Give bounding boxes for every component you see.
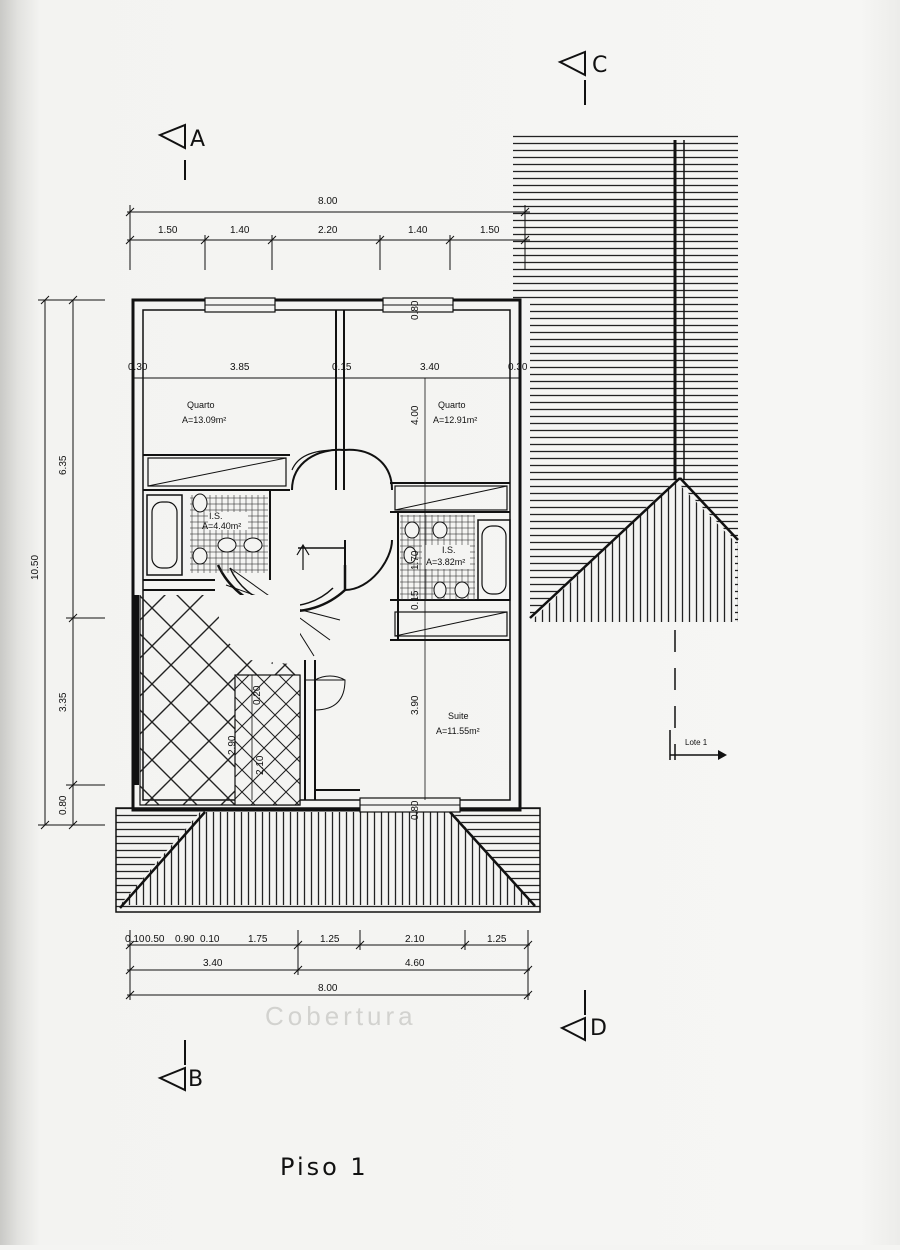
dim-row2-4: 3.40 <box>420 362 440 373</box>
bathroom-2 <box>400 515 511 601</box>
dim-top-seg-2: 1.40 <box>230 225 250 236</box>
section-d-marker: D <box>559 990 607 1042</box>
dim-top-seg-1: 1.50 <box>158 225 178 236</box>
room-labels: Quarto A=13.09m² Quarto A=12.91m² Suite … <box>182 400 480 736</box>
dim-bot-5: 1.75 <box>248 934 268 945</box>
room-quarto-2-area: A=12.91m² <box>433 415 477 425</box>
roof-bottom <box>115 807 541 913</box>
dim-v-bottom-wall: 0.80 <box>410 800 421 820</box>
dim-left-total: 10.50 <box>30 555 41 580</box>
section-b-label: B <box>188 1067 203 1092</box>
dim-bot-4: 0.10 <box>200 934 220 945</box>
dim-left-seg-1: 6.35 <box>58 455 69 475</box>
inner-dimensions: 0.30 3.85 0.15 3.40 0.30 4.00 3.90 2.10 … <box>128 300 528 820</box>
hall <box>291 448 393 711</box>
section-b-marker: B <box>157 1040 203 1092</box>
dim-v-wc2-wall: 0.15 <box>410 590 421 610</box>
dim-bot-6: 1.25 <box>320 934 340 945</box>
roof-right <box>513 135 739 760</box>
dim-bot-2: 0.50 <box>145 934 165 945</box>
room-quarto-1-area: A=13.09m² <box>182 415 226 425</box>
left-dimensions: 10.50 6.35 3.35 0.80 <box>30 295 105 830</box>
dim-v-suite: 3.90 <box>410 695 421 715</box>
dim-v-stair-3: 0.20 <box>252 685 263 705</box>
terrace-tiles <box>133 595 301 806</box>
page-title: Piso 1 <box>280 1153 369 1181</box>
dim-bot-8: 1.25 <box>487 934 507 945</box>
dim-v-stair-2: 2.90 <box>227 735 238 755</box>
dim-top-seg-4: 1.40 <box>408 225 428 236</box>
dim-bot-1: 0.10 <box>125 934 145 945</box>
dim-v-quarto: 4.00 <box>410 405 421 425</box>
dim-bot-7: 2.10 <box>405 934 425 945</box>
faint-watermark-text: Cobertura <box>265 1001 417 1031</box>
dim-bot-mid-2: 4.60 <box>405 958 425 969</box>
bottom-dimensions: 0.10 0.50 0.90 0.10 1.75 1.25 2.10 1.25 … <box>125 930 533 1000</box>
dim-left-seg-2: 3.35 <box>58 692 69 712</box>
room-suite-area: A=11.55m² <box>436 726 480 736</box>
room-wc-1-name: I.S. <box>209 511 223 521</box>
top-dimensions: 8.00 1.50 1.40 2.20 1.40 1.50 <box>125 196 530 270</box>
room-suite-name: Suite <box>448 711 469 721</box>
room-wc-2-name: I.S. <box>442 545 456 555</box>
dim-v-wc2: 1.70 <box>410 550 421 570</box>
dim-top-seg-5: 1.50 <box>480 225 500 236</box>
walls <box>131 297 522 813</box>
dim-top-seg-3: 2.20 <box>318 225 338 236</box>
dim-v-stair-1: 2.10 <box>255 755 266 775</box>
dim-row2-1: 0.30 <box>128 362 148 373</box>
dim-bot-total: 8.00 <box>318 983 338 994</box>
lote-label: Lote 1 <box>685 738 708 747</box>
room-quarto-2-name: Quarto <box>438 400 466 410</box>
lote-marker: Lote 1 <box>669 730 727 760</box>
section-a-marker: A <box>157 123 205 180</box>
room-wc-1-area: A=4.40m² <box>202 521 241 531</box>
dim-left-seg-3: 0.80 <box>58 795 69 815</box>
bathroom-1 <box>146 493 268 576</box>
dim-row2-2: 3.85 <box>230 362 250 373</box>
dim-row2-5: 0.30 <box>508 362 528 373</box>
section-markers: A C D B <box>157 50 607 1092</box>
dim-top-total: 8.00 <box>318 196 338 207</box>
room-quarto-1-name: Quarto <box>187 400 215 410</box>
section-d-label: D <box>590 1016 607 1041</box>
dim-bot-3: 0.90 <box>175 934 195 945</box>
section-c-label: C <box>592 53 607 78</box>
section-c-marker: C <box>557 50 607 105</box>
section-a-label: A <box>190 127 205 152</box>
room-wc-2-area: A=3.82m² <box>426 557 465 567</box>
dim-row2-3: 0.15 <box>332 362 352 373</box>
dim-v-top-wall: 0.80 <box>410 300 421 320</box>
dim-bot-mid-1: 3.40 <box>203 958 223 969</box>
